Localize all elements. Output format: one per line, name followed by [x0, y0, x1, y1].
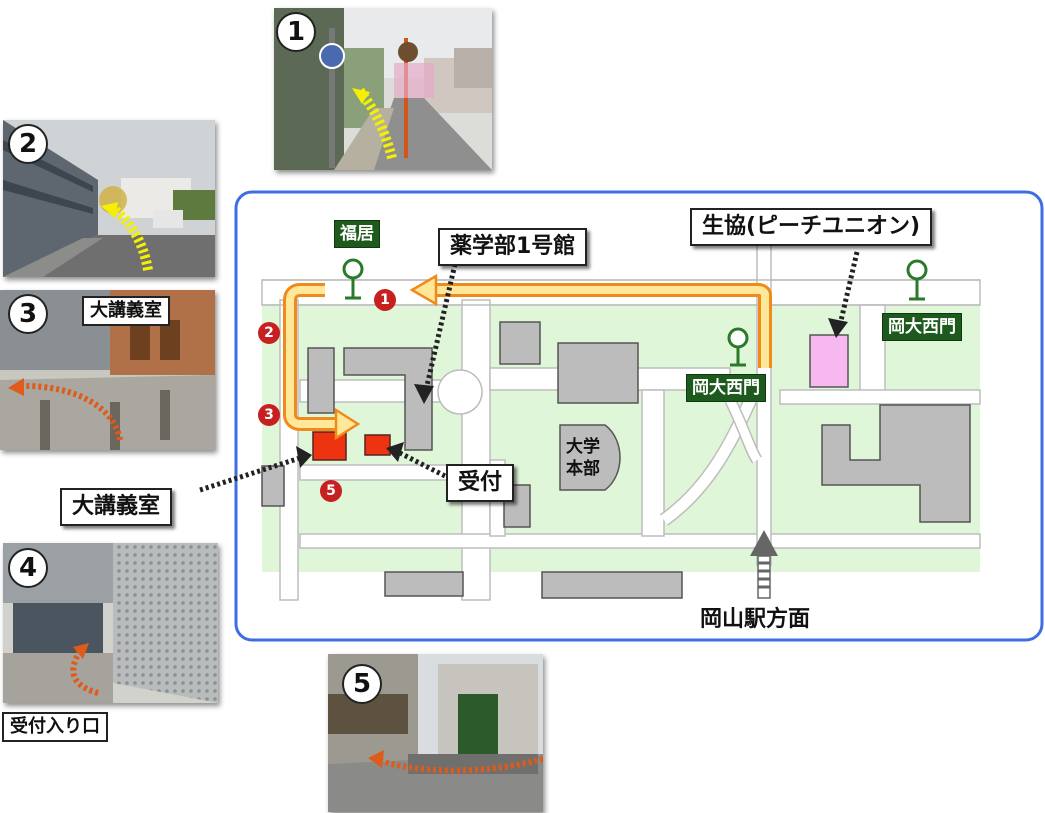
campus-areas — [262, 306, 980, 572]
photo-4-label: 受付入り口 — [2, 712, 108, 742]
photo-1 — [274, 8, 492, 170]
walking-route — [283, 273, 772, 441]
bus-stop-west-gate-inner: 岡大西門 — [686, 374, 766, 402]
station-direction-label: 岡山駅方面 — [700, 607, 811, 632]
headquarters-label-line2: 本部 — [566, 459, 600, 479]
coop-label: 生協(ピーチユニオン) — [690, 208, 933, 246]
route-marker-1: 1 — [374, 289, 396, 311]
photo-5-number: 5 — [342, 664, 382, 704]
headquarters-label-line1: 大学 — [566, 437, 600, 457]
photo-3-label: 大講義室 — [82, 296, 170, 326]
photo-2-number: 2 — [8, 124, 48, 164]
route-marker-2: 2 — [258, 322, 280, 344]
pharmacy-building-label: 薬学部1号館 — [438, 228, 588, 266]
photo-5 — [328, 654, 543, 812]
buildings — [261, 321, 971, 599]
roads — [261, 244, 981, 601]
photo-1-number: 1 — [276, 12, 316, 52]
route-marker-3: 3 — [258, 404, 280, 426]
route-marker-5: 5 — [320, 480, 342, 502]
coop-building — [809, 334, 849, 388]
lecture-hall-building — [312, 431, 347, 461]
photo-4-number: 4 — [8, 548, 48, 588]
bus-stop-fukui: 福居 — [334, 220, 380, 248]
bus-stop-west-gate-outer: 岡大西門 — [882, 313, 962, 341]
lecture-hall-label: 大講義室 — [60, 488, 173, 526]
pointer-lines — [199, 251, 860, 493]
photo-3-number: 3 — [8, 294, 48, 334]
headquarters-label: 大学 本部 — [560, 436, 606, 480]
reception-building — [364, 434, 391, 456]
bus-stop-pins — [342, 258, 928, 367]
station-arrow — [750, 530, 778, 599]
reception-label: 受付 — [446, 464, 515, 502]
map-frame — [234, 190, 1044, 642]
